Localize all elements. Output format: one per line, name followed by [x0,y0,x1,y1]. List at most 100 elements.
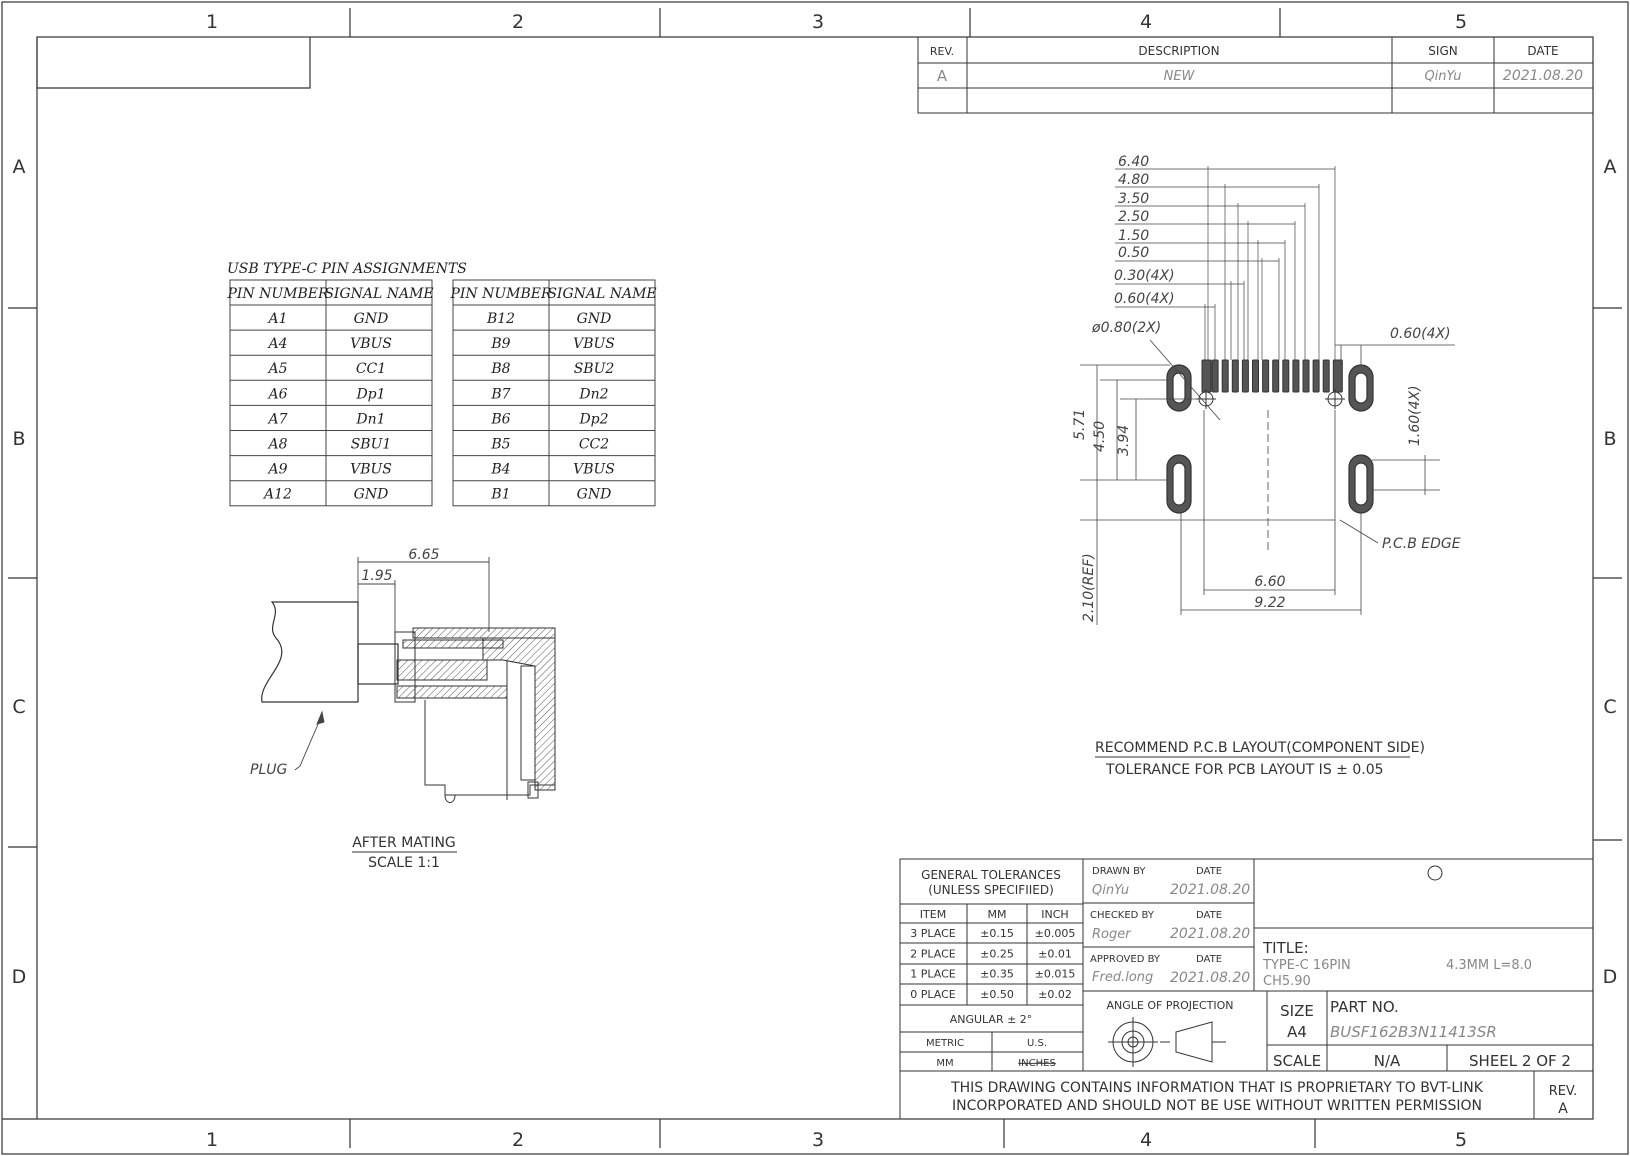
zone-col-2-bottom: 2 [512,1129,524,1151]
us-label: U.S. [1027,1038,1047,1049]
checked-date-label: DATE [1196,910,1222,921]
description-value: NEW [1164,69,1196,84]
signal-name-cell: CC1 [356,361,386,377]
signal-name-header: SIGNAL NAME [324,286,433,302]
pcb-pad [1322,359,1330,393]
signal-name-cell: VBUS [573,462,615,478]
pcb-pad [1252,359,1259,393]
pcb-pad [1211,359,1219,393]
zone-row-d-right: D [1603,966,1618,988]
signal-name-cell: SBU2 [574,361,615,377]
approved-by-label: APPROVED BY [1090,954,1161,965]
dim-6-40: 6.40 [1118,154,1149,170]
pcb-pad [1272,359,1280,393]
title-block: GENERAL TOLERANCES (UNLESS SPECIFIIED) I… [899,858,1594,1120]
dim-2-50: 2.50 [1118,209,1149,225]
pin-number-cell: B9 [490,336,510,352]
plug-leader [294,710,325,771]
tolerance-cell: 1 PLACE [910,968,956,981]
approved-name: Fred.long [1092,970,1153,985]
checked-name: Roger [1092,927,1132,942]
dim-6-60: 6.60 [1254,574,1285,590]
pcb-pad [1231,359,1239,393]
zone-labels: 1 2 3 4 5 1 2 3 4 5 A B C D A B C D [12,11,1618,1151]
title-block-rev-value: A [1558,1101,1568,1117]
title-line-2: CH5.90 [1263,974,1311,989]
drawn-date-label: DATE [1196,866,1222,877]
dim-4-80: 4.80 [1118,172,1149,188]
notice-line-2: INCORPORATED AND SHOULD NOT BE USE WITHO… [952,1098,1482,1114]
mm-label: MM [936,1058,953,1069]
pcb-pad [1221,359,1229,393]
pin-number-header: PIN NUMBER [226,286,329,302]
approved-date: 2021.08.20 [1170,970,1250,986]
pin-number-cell: A8 [266,437,287,453]
dim-9-22: 9.22 [1254,595,1285,611]
part-no-value: BUSF162B3N11413SR [1330,1023,1497,1041]
zone-row-b-right: B [1603,428,1616,450]
pin-table-border [452,279,656,507]
dim-2-10-ref: 2.10(REF) [1081,553,1097,622]
zone-col-2-top: 2 [512,11,524,33]
pcb-pad [1312,359,1320,393]
pin-number-cell: B12 [486,311,515,327]
pcb-tolerance-note: TOLERANCE FOR PCB LAYOUT IS ± 0.05 [1105,762,1384,778]
date-header: DATE [1527,44,1558,58]
zone-row-c-right: C [1603,696,1616,718]
notice-line-1: THIS DRAWING CONTAINS INFORMATION THAT I… [950,1080,1484,1096]
revision-table: REV. DESCRIPTION SIGN DATE A NEW QinYu 2… [917,36,1594,114]
pin-number-cell: A9 [266,462,287,478]
zone-col-4-bottom: 4 [1140,1129,1152,1151]
sign-header: SIGN [1428,44,1457,58]
general-tolerances-title: GENERAL TOLERANCES [921,868,1061,882]
zone-col-4-top: 4 [1140,11,1152,33]
pcb-pad [1282,359,1290,393]
pin-number-cell: B5 [490,437,510,453]
dim-3-50: 3.50 [1118,191,1149,207]
description-header: DESCRIPTION [1138,44,1219,58]
pcb-pad [1241,359,1249,393]
tolerance-cell: ±0.02 [1038,988,1072,1001]
pin-number-cell: A1 [266,311,287,327]
tol-inch-header: INCH [1041,908,1068,921]
signal-name-cell: CC2 [579,437,609,453]
sheet-number: SHEEL 2 OF 2 [1469,1052,1571,1070]
title-line-1: TYPE-C 16PIN [1262,958,1351,973]
zone-row-a-right: A [1604,156,1617,178]
pin-number-cell: B6 [490,411,510,427]
pin-table-title: USB TYPE-C PIN ASSIGNMENTS [227,261,467,277]
tolerance-cell: ±0.005 [1035,927,1076,940]
zone-col-5-bottom: 5 [1455,1129,1467,1151]
after-mating-title: AFTER MATING [352,835,456,851]
dim-6-65: 6.65 [408,547,439,563]
dim-0-60-4x-top: 0.60(4X) [1114,291,1175,307]
zone-col-3-bottom: 3 [812,1129,824,1151]
pcb-dimension-lines [1080,339,1455,625]
tolerance-cell: 0 PLACE [910,988,956,1001]
projection-symbol-icon [1108,1017,1226,1067]
signal-name-header: SIGNAL NAME [547,286,656,302]
dim-4-50: 4.50 [1092,421,1108,452]
signal-name-cell: Dp1 [355,386,385,402]
signal-name-cell: Dp2 [578,411,608,427]
angular-tolerance: ANGULAR ± 2° [950,1013,1033,1026]
pcb-pad [1201,359,1212,393]
zone-row-c-left: C [12,696,25,718]
size-label: SIZE [1280,1002,1314,1020]
signal-name-cell: VBUS [573,336,615,352]
date-value: 2021.08.20 [1503,68,1583,84]
receptacle-section [394,627,556,803]
pin-number-cell: A7 [266,411,287,427]
signal-name-cell: VBUS [350,336,392,352]
zone-col-1-bottom: 1 [206,1129,218,1151]
pcb-pad [1292,359,1300,393]
after-mating-scale: SCALE 1:1 [368,855,440,871]
pin-number-cell: B1 [490,487,510,503]
tolerance-cell: ±0.15 [980,927,1014,940]
dim-0-30-4x: 0.30(4X) [1114,268,1175,284]
pcb-layout-view: 6.40 4.80 3.50 2.50 1.50 0.50 0.30(4X) 0… [1072,154,1461,778]
pin-assignment-tables: USB TYPE-C PIN ASSIGNMENTS PIN NUMBERSIG… [226,261,657,507]
